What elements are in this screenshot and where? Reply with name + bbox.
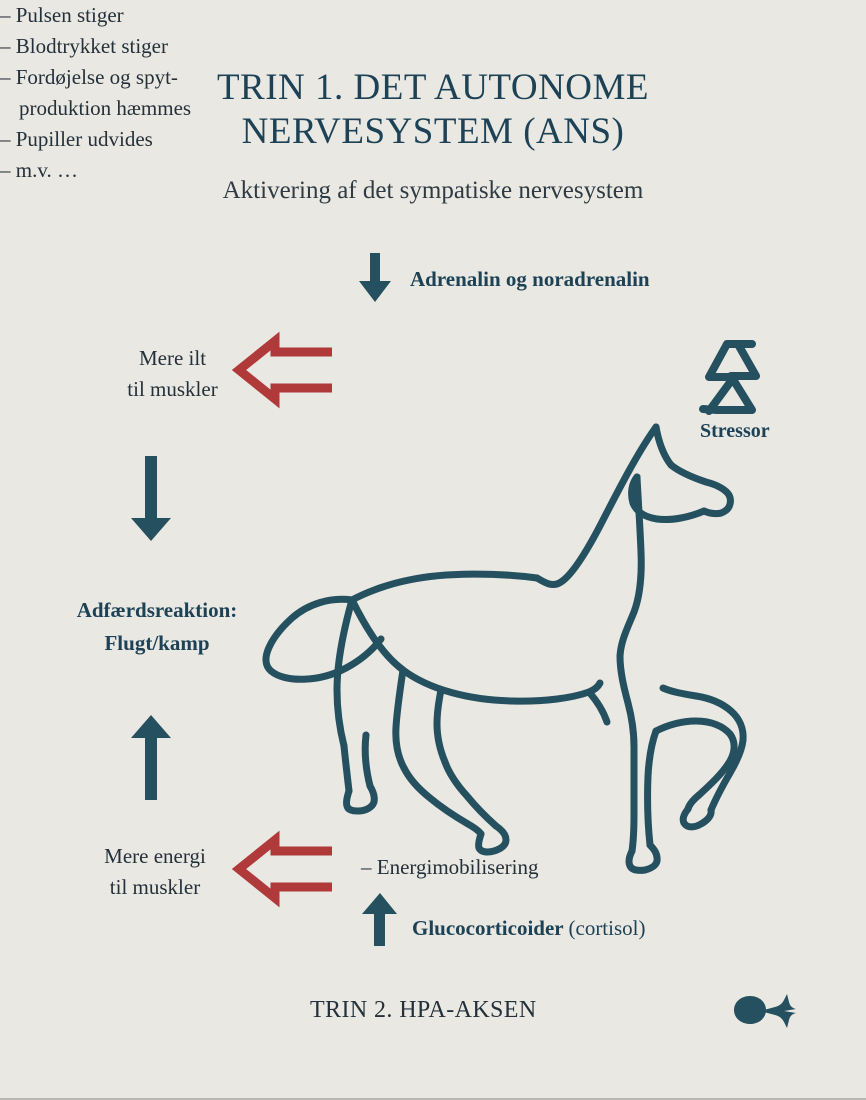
horse-outline-illustration [262,423,747,874]
page-title: TRIN 1. DET AUTONOME NERVESYSTEM (ANS) [0,66,866,154]
fleuron-ornament-icon [734,994,796,1028]
list-item: – Blodtrykket stiger [0,34,168,58]
arrow-down-icon [131,456,171,541]
arrow-left-outline-icon [231,331,332,409]
list-item: – Pulsen stiger [0,3,124,27]
more-energy-line-1: Mere energi [104,844,206,868]
more-oxygen-line-1: Mere ilt [138,346,207,370]
arrow-left-outline-icon [231,830,332,908]
page-title-line-2: NERVESYSTEM (ANS) [241,111,625,152]
page-title-line-1: TRIN 1. DET AUTONOME [216,67,650,108]
glucocorticoids-alias: (cortisol) [568,916,646,940]
list-item: – m.v. … [0,158,78,182]
more-oxygen-label: Mere ilt til muskler [105,343,240,405]
arrow-up-icon [362,893,397,946]
adrenalin-label: Adrenalin og noradrenalin [410,267,650,291]
next-step-label: TRIN 2. HPA-AKSEN [310,997,537,1023]
lightning-bolt-icon [699,340,760,415]
page-subtitle: Aktivering af det sympatiske nervesystem [222,177,644,204]
arrow-down-icon [359,253,391,302]
glucocorticoids-name: Glucocorticoider [412,916,564,940]
list-item-continuation: produktion hæmmes [19,96,192,120]
symptom-list: – Pulsen stiger – Blodtrykket stiger – F… [0,0,866,186]
glucocorticoids-label: Glucocorticoider (cortisol) [412,913,645,943]
more-energy-line-2: til muskler [109,875,201,899]
list-item: – Pupiller udvides [0,127,153,151]
list-item: – Fordøjelse og spyt- [0,65,178,89]
more-energy-label: Mere energi til muskler [85,841,225,903]
behaviour-reaction-line-1: Adfærdsreaktion: [76,598,238,622]
stressor-label: Stressor [700,420,770,442]
energy-mobilisation-item: – Energimobilisering [361,855,539,879]
arrow-up-icon [131,715,171,800]
behaviour-reaction-label: Adfærdsreaktion: Flugt/kamp [42,594,272,660]
more-oxygen-line-2: til muskler [127,377,218,401]
behaviour-reaction-line-2: Flugt/kamp [104,631,210,655]
